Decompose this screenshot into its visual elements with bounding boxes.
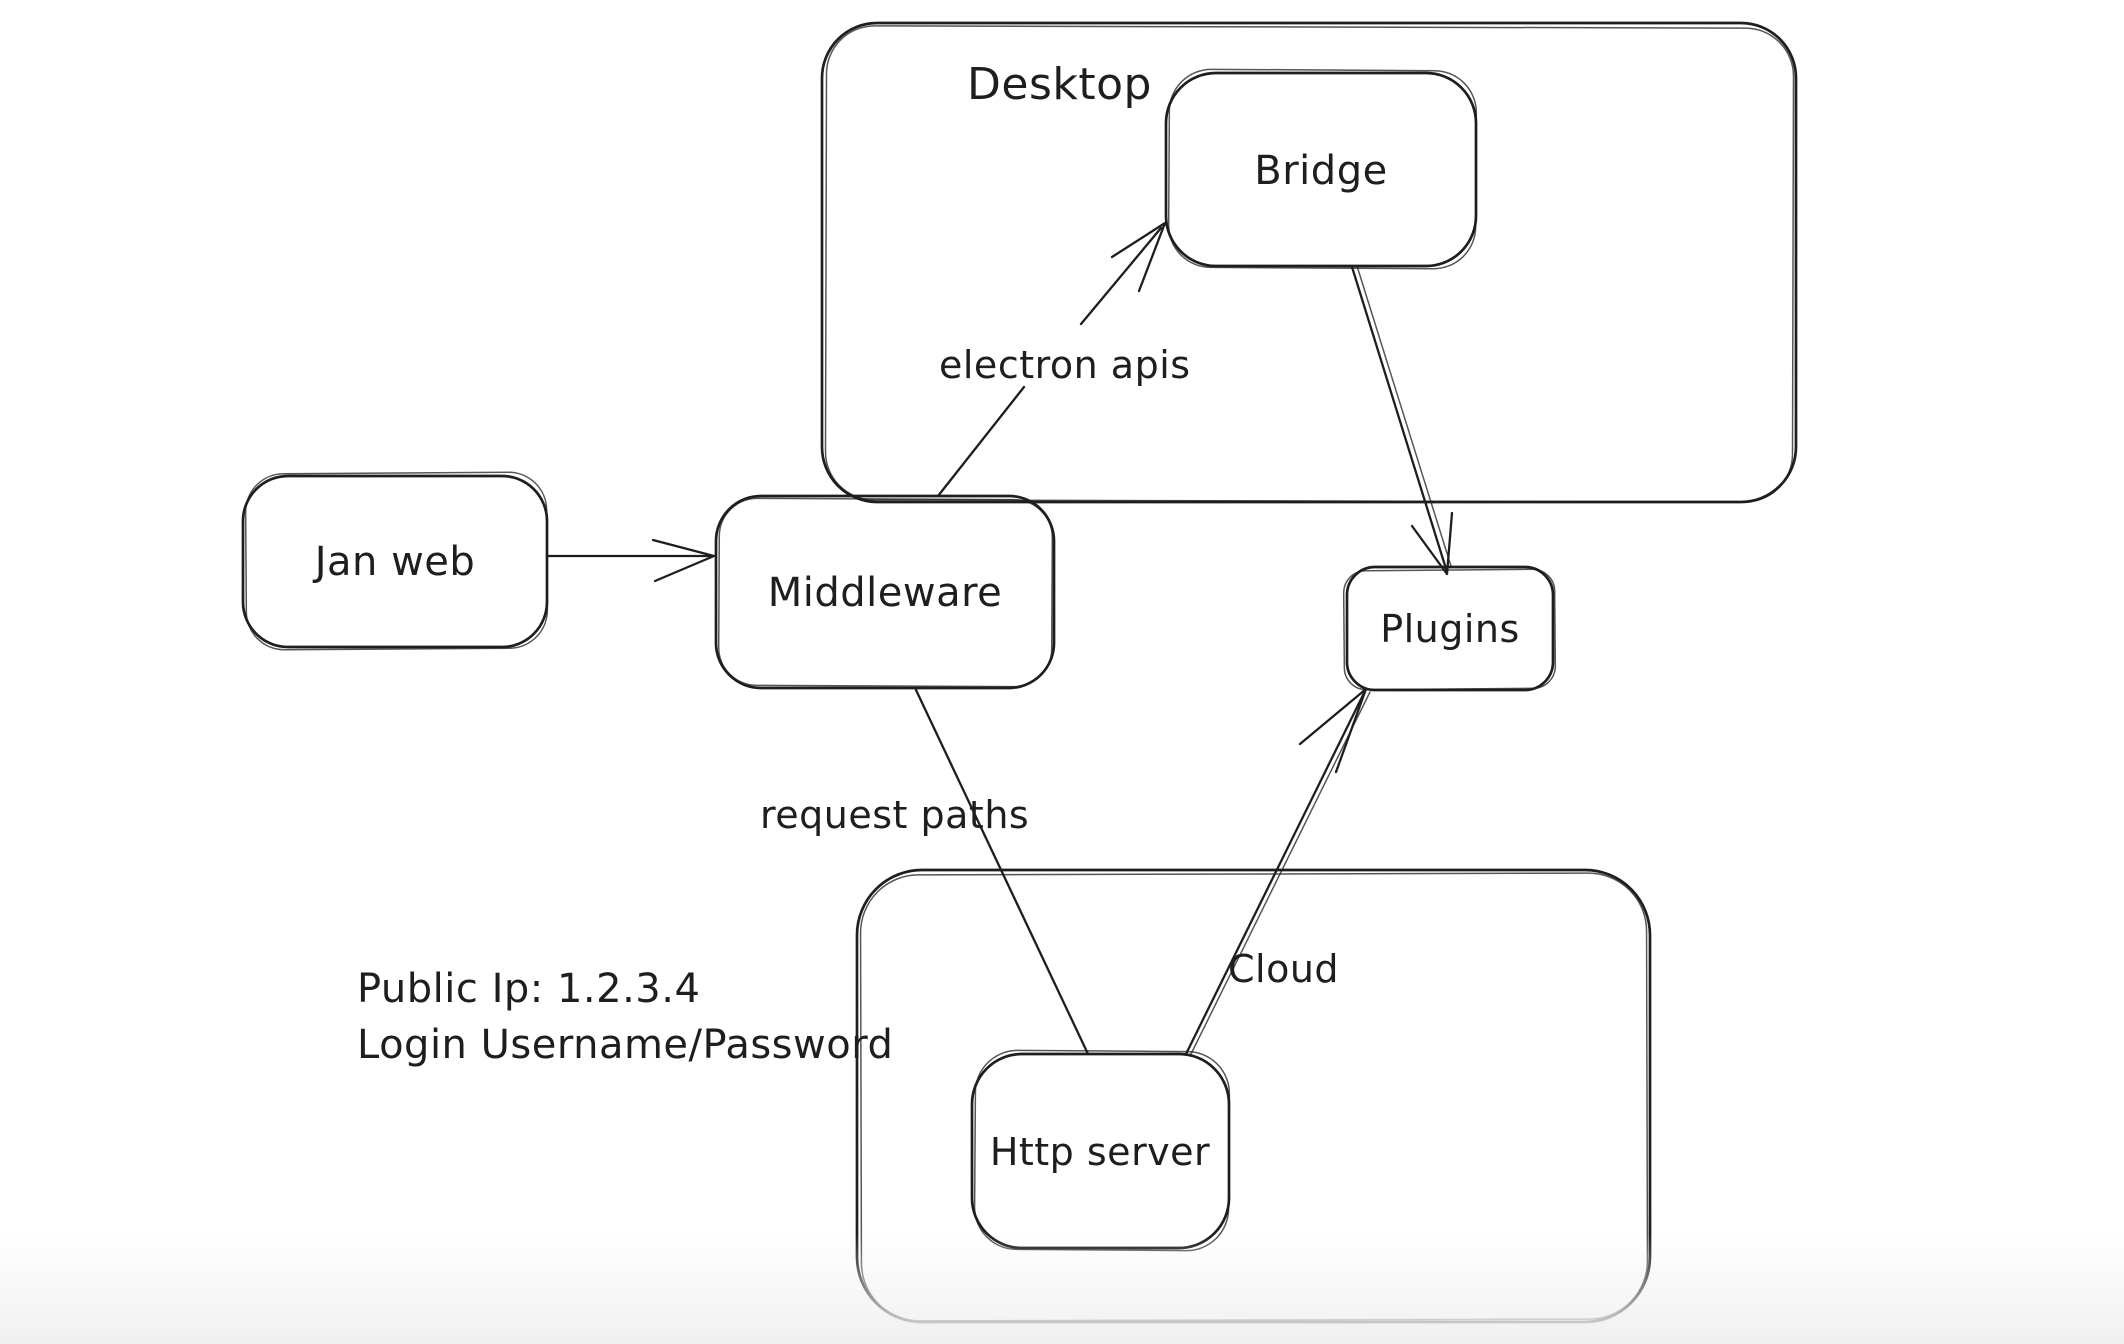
middleware-box[interactable]	[714, 494, 1056, 690]
node-plugins: Plugins	[1342, 565, 1557, 692]
edge-middleware-to-bridge-line-lower[interactable]	[936, 385, 1026, 498]
edge-httpserver-to-plugins[interactable]	[1184, 687, 1371, 1057]
plugins-label: Plugins	[1380, 607, 1520, 651]
node-jan-web: Jan web	[241, 471, 549, 651]
edge-label-electron-apis[interactable]: electron apis	[939, 343, 1191, 387]
node-middleware: Middleware	[714, 494, 1056, 690]
edge-bridge-to-plugins[interactable]	[1350, 265, 1454, 576]
edge-middleware-to-httpserver-line[interactable]	[914, 688, 1090, 1056]
edge-bridge-to-plugins-line[interactable]	[1350, 265, 1449, 574]
plugins-box-sketch	[1342, 568, 1557, 691]
desktop-container-box-sketch	[824, 25, 1795, 503]
middleware-label: Middleware	[768, 570, 1003, 616]
bridge-box-sketch	[1167, 68, 1478, 270]
node-http-server: Http server	[970, 1049, 1231, 1252]
edge-janweb-to-middleware[interactable]	[545, 538, 716, 583]
plugins-box[interactable]	[1345, 565, 1555, 692]
jan-web-label: Jan web	[312, 539, 476, 585]
http-server-label: Http server	[990, 1130, 1210, 1174]
edge-httpserver-to-plugins-line-sketch	[1189, 691, 1371, 1057]
cloud-container-label: Cloud	[1228, 947, 1339, 991]
edge-label-request-paths[interactable]: request paths	[760, 793, 1029, 837]
edge-middleware-to-bridge[interactable]: electron apis	[936, 221, 1191, 498]
annotation-credentials: Public Ip: 1.2.3.4 Login Username/Passwo…	[357, 966, 893, 1068]
edge-bridge-to-plugins-line-sketch	[1356, 265, 1452, 567]
desktop-container-box[interactable]	[820, 21, 1798, 504]
annotation-login[interactable]: Login Username/Password	[357, 1022, 893, 1068]
container-desktop: Desktop	[820, 21, 1798, 504]
annotation-public-ip[interactable]: Public Ip: 1.2.3.4	[357, 966, 700, 1012]
edge-middleware-to-httpserver[interactable]: request paths	[760, 688, 1090, 1056]
jan-web-box-sketch	[244, 471, 549, 651]
desktop-container-label: Desktop	[967, 59, 1152, 110]
edge-middleware-to-bridge-arrowhead	[1110, 221, 1167, 293]
node-bridge: Bridge	[1164, 68, 1478, 270]
bridge-label: Bridge	[1254, 148, 1387, 194]
edge-middleware-to-bridge-line-upper[interactable]	[1079, 226, 1163, 326]
edge-httpserver-to-plugins-line[interactable]	[1184, 687, 1368, 1056]
edge-janweb-to-middleware-arrowhead	[651, 538, 716, 583]
cloud-container-box-sketch	[859, 872, 1649, 1322]
edge-httpserver-to-plugins-arrowhead	[1298, 687, 1368, 774]
middleware-box-sketch	[717, 497, 1054, 688]
